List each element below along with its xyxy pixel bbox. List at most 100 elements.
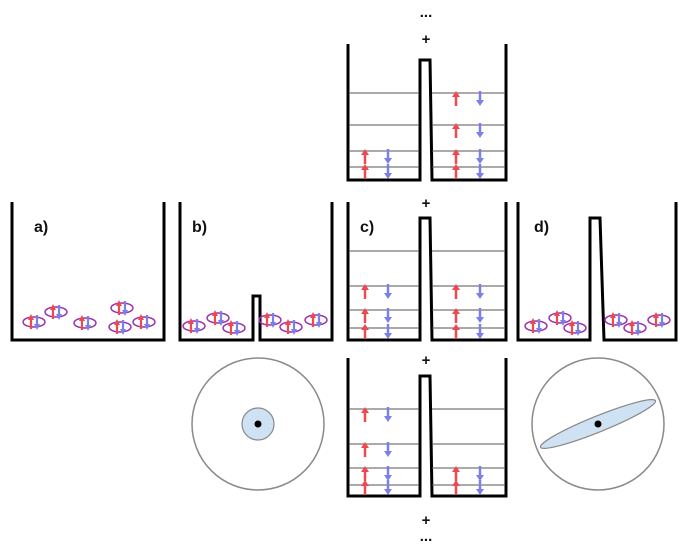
atom-pair-17 [647, 312, 671, 328]
atom-up-head-6 [188, 318, 194, 324]
c_top-left-up-0-head [361, 164, 369, 170]
c_bot-right-down-0-head [476, 489, 484, 495]
label-c: c) [360, 219, 374, 236]
plus-bottom: + [422, 512, 431, 529]
atom-up-head-7 [212, 310, 218, 316]
ellipsis-bottom: ... [420, 528, 433, 544]
c_top-right-up-2-head [452, 123, 460, 129]
atom-up-head-3 [116, 300, 122, 306]
c_bot-left-up-3-head [361, 407, 369, 413]
c_mid-left-up-0-head [361, 324, 369, 330]
c_bot-right-up-1-head [452, 466, 460, 472]
ellipsis-top: ... [420, 4, 433, 21]
atom-pair-13 [548, 310, 572, 326]
atom-up-head-14 [569, 320, 575, 326]
spin-pairs [361, 91, 484, 495]
label-d: d) [534, 219, 549, 236]
c_bot-right-down-1-head [476, 475, 484, 481]
atom-down-head-1 [56, 314, 62, 320]
atom-pair-16 [623, 320, 647, 336]
center-dot-b [254, 420, 262, 428]
energy-levels [349, 92, 505, 486]
atom-ring-4 [108, 321, 132, 333]
atom-down-head-4 [120, 329, 126, 335]
atom-down-head-12 [536, 328, 542, 334]
atom-down-head-9 [270, 322, 276, 328]
c_bot-left-up-1-head [361, 466, 369, 472]
atom-pair-14 [563, 320, 587, 336]
panel-c-top-container [346, 44, 508, 182]
atom-up-head-13 [554, 310, 560, 316]
atom-pair-5 [132, 314, 156, 330]
panel-d-container [516, 202, 678, 342]
plus-upper-mid: + [422, 195, 431, 212]
c_top-right-up-1-head [452, 149, 460, 155]
atom-ring-5 [132, 316, 156, 328]
c_mid-right-up-1-head [452, 308, 460, 314]
plus-top: + [422, 31, 431, 48]
label-a: a) [34, 219, 48, 236]
atom-down-head-0 [34, 324, 40, 330]
atom-down-head-10 [291, 329, 297, 335]
c_bot-left-down-3-head [384, 416, 392, 422]
c_mid-right-down-1-head [476, 317, 484, 323]
atom-up-head-5 [138, 314, 144, 320]
c_top-left-down-1-head [384, 158, 392, 164]
atom-down-head-7 [218, 320, 224, 326]
atom-down-head-15 [616, 322, 622, 328]
atom-pair-0 [22, 314, 46, 330]
panel-c-bot-container [346, 358, 508, 498]
atom-pair-12 [524, 318, 548, 334]
atom-down-head-11 [316, 322, 322, 328]
c_mid-left-down-1-head [384, 317, 392, 323]
atom-down-head-5 [144, 324, 150, 330]
c_mid-left-down-2-head [384, 293, 392, 299]
atom-down-head-8 [234, 330, 240, 336]
atom-up-head-4 [114, 319, 120, 325]
atom-pair-8 [222, 320, 246, 336]
atom-up-head-1 [50, 304, 56, 310]
atom-ring-3 [110, 302, 134, 314]
atom-down-head-14 [575, 330, 581, 336]
atom-pair-6 [182, 318, 206, 334]
atom-pair-3 [110, 300, 134, 316]
atom-ring-11 [304, 314, 328, 326]
c_top-right-down-2-head [476, 132, 484, 138]
atom-down-head-6 [194, 328, 200, 334]
atom-up-head-10 [285, 319, 291, 325]
atom-ring-12 [524, 320, 548, 332]
atom-up-head-17 [653, 312, 659, 318]
c_bot-right-up-0-head [452, 480, 460, 486]
atom-ring-2 [73, 317, 97, 329]
atom-up-head-11 [310, 312, 316, 318]
c_mid-right-down-0-head [476, 333, 484, 339]
label-b: b) [192, 219, 207, 236]
atom-ring-15 [604, 314, 628, 326]
c_bot-left-up-2-head [361, 442, 369, 448]
c_mid-right-up-2-head [452, 284, 460, 290]
c_top-right-up-0-head [452, 164, 460, 170]
atom-ring-1 [44, 306, 68, 318]
atom-pairs [22, 300, 671, 336]
atom-up-head-9 [264, 312, 270, 318]
c_bot-left-down-0-head [384, 489, 392, 495]
panel-a-container [10, 202, 166, 342]
c_top-right-down-1-head [476, 158, 484, 164]
atom-down-head-3 [122, 310, 128, 316]
atom-up-head-0 [28, 314, 34, 320]
center-dot-d [594, 420, 602, 428]
atom-ring-6 [182, 320, 206, 332]
atom-up-head-16 [629, 320, 635, 326]
c_mid-left-up-2-head [361, 284, 369, 290]
atom-down-head-13 [560, 320, 566, 326]
c_mid-left-down-0-head [384, 333, 392, 339]
c_mid-left-up-1-head [361, 308, 369, 314]
atom-pair-1 [44, 304, 68, 320]
c_bot-left-down-1-head [384, 475, 392, 481]
atom-ring-17 [647, 314, 671, 326]
atom-pair-9 [258, 312, 282, 328]
plus-lower-mid: + [422, 352, 431, 369]
atom-down-head-17 [659, 322, 665, 328]
atom-ring-7 [206, 312, 230, 324]
